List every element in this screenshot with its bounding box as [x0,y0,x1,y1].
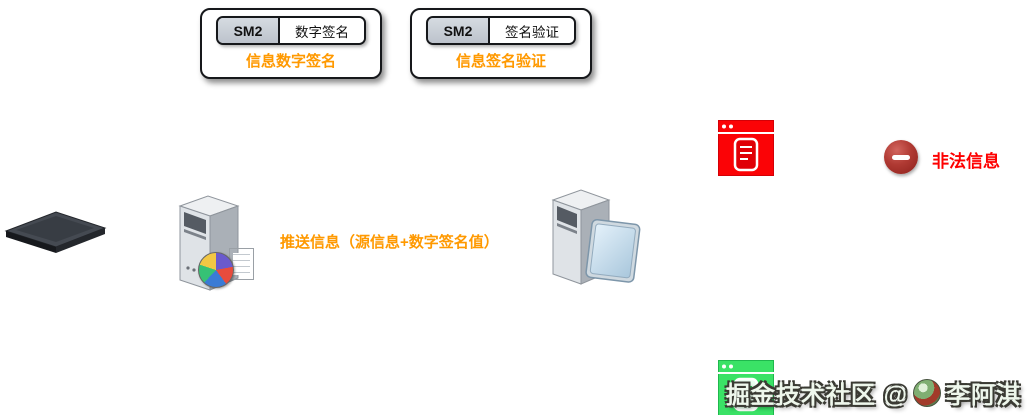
watermark-avatar-icon [913,378,941,407]
verify-action-label: 签名验证 [490,18,574,43]
sign-caption: 信息数字签名 [245,53,336,70]
watermark-name: 李阿淇 [946,382,1021,409]
sign-action-label: 数字签名 [280,18,364,43]
verify-algo-pill: SM2 签名验证 [426,16,576,45]
invalid-message-label: 非法信息 [932,152,1000,171]
document-page-icon [229,248,254,280]
valid-message-icon [718,360,774,415]
minus-circle-icon [884,140,918,174]
verifying-server-icon [551,189,641,285]
watermark: 掘金技术社区 @ 李阿淇 [726,375,1021,410]
verify-caption: 信息签名验证 [455,53,546,70]
sign-process-box: SM2 数字签名 信息数字签名 [200,8,382,79]
push-message-label: 推送信息（源信息+数字签名值） [276,229,503,254]
minus-bar [892,155,910,160]
watermark-prefix: 掘金技术社区 @ [725,382,908,409]
sign-algo-pill: SM2 数字签名 [216,16,366,45]
sm2-algo-label: SM2 [428,18,490,43]
invalid-message-icon [718,120,774,176]
chart-disc-group [196,244,254,292]
storage-device-icon [4,211,107,253]
verify-process-box: SM2 签名验证 信息签名验证 [410,8,592,79]
sm2-algo-label: SM2 [218,18,280,43]
pie-disc-icon [198,252,234,288]
